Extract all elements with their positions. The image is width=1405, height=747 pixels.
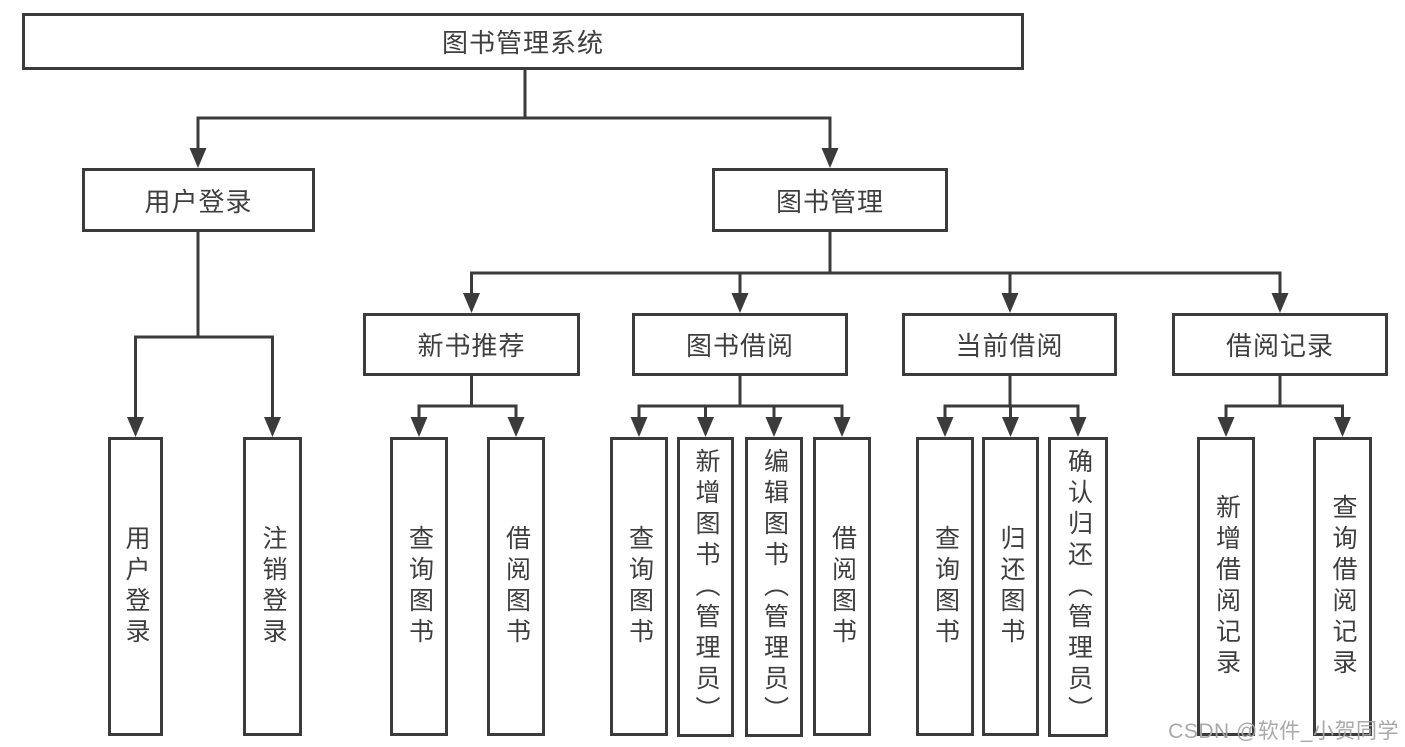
node-user-login: 用户登录 [82, 168, 315, 232]
connector-current-to-leaves [936, 376, 1087, 437]
node-book-borrowing-label: 图书借阅 [685, 331, 794, 361]
node-book-borrowing: 图书借阅 [632, 313, 848, 376]
connector-userlogin-to-leaves [127, 232, 281, 437]
connector-bookmgmt-to-level3 [463, 232, 1289, 313]
leaf-borrow-edit-books-admin-label: 编辑图书（管理员） [760, 447, 789, 727]
leaf-logout: 注销登录 [243, 437, 302, 736]
node-book-management: 图书管理 [712, 168, 948, 232]
node-new-book-recommend: 新书推荐 [363, 313, 580, 376]
leaf-current-return-books: 归还图书 [982, 437, 1039, 736]
node-user-login-label: 用户登录 [144, 186, 253, 217]
node-current-borrowing: 当前借阅 [902, 313, 1117, 376]
leaf-record-add-record: 新增借阅记录 [1197, 437, 1255, 736]
leaf-newbook-query-books: 查询图书 [390, 437, 448, 736]
leaf-borrow-borrow-books-label: 借阅图书 [828, 524, 857, 649]
leaf-record-query-record: 查询借阅记录 [1313, 437, 1372, 736]
leaf-borrow-edit-books-admin: 编辑图书（管理员） [745, 437, 803, 737]
node-borrowing-records-label: 借阅记录 [1225, 331, 1334, 361]
connector-record-to-leaves [1217, 376, 1351, 437]
leaf-record-add-record-label: 新增借阅记录 [1212, 493, 1241, 680]
connector-borrow-to-leaves [630, 376, 851, 437]
leaf-current-confirm-return-admin: 确认归还（管理员） [1048, 437, 1108, 737]
node-new-book-recommend-label: 新书推荐 [417, 331, 526, 361]
leaf-current-confirm-return-admin-label: 确认归还（管理员） [1064, 447, 1093, 727]
leaf-current-query-books-label: 查询图书 [931, 524, 960, 649]
leaf-current-query-books: 查询图书 [916, 437, 974, 736]
leaf-user-login-label: 用户登录 [122, 524, 150, 649]
node-book-management-label: 图书管理 [775, 186, 884, 217]
node-current-borrowing-label: 当前借阅 [955, 331, 1064, 361]
leaf-borrow-add-books-admin: 新增图书（管理员） [677, 437, 734, 737]
node-borrowing-records: 借阅记录 [1172, 313, 1388, 376]
connector-root-to-level2 [189, 70, 839, 168]
leaf-current-return-books-label: 归还图书 [997, 524, 1025, 649]
leaf-newbook-query-books-label: 查询图书 [405, 524, 434, 649]
leaf-user-login: 用户登录 [108, 437, 163, 736]
leaf-newbook-borrow-books-label: 借阅图书 [502, 524, 531, 649]
leaf-newbook-borrow-books: 借阅图书 [487, 437, 545, 736]
connector-newbook-to-leaves [410, 376, 525, 437]
leaf-borrow-query-books-label: 查询图书 [625, 524, 654, 649]
leaf-borrow-borrow-books: 借阅图书 [813, 437, 871, 736]
node-root: 图书管理系统 [22, 13, 1024, 70]
leaf-borrow-add-books-admin-label: 新增图书（管理员） [692, 447, 720, 727]
leaf-record-query-record-label: 查询借阅记录 [1329, 493, 1357, 680]
csdn-watermark: CSDN @软件_小贺同学 [1168, 720, 1399, 743]
leaf-logout-label: 注销登录 [259, 524, 287, 649]
leaf-borrow-query-books: 查询图书 [610, 437, 668, 736]
node-root-label: 图书管理系统 [441, 28, 604, 58]
